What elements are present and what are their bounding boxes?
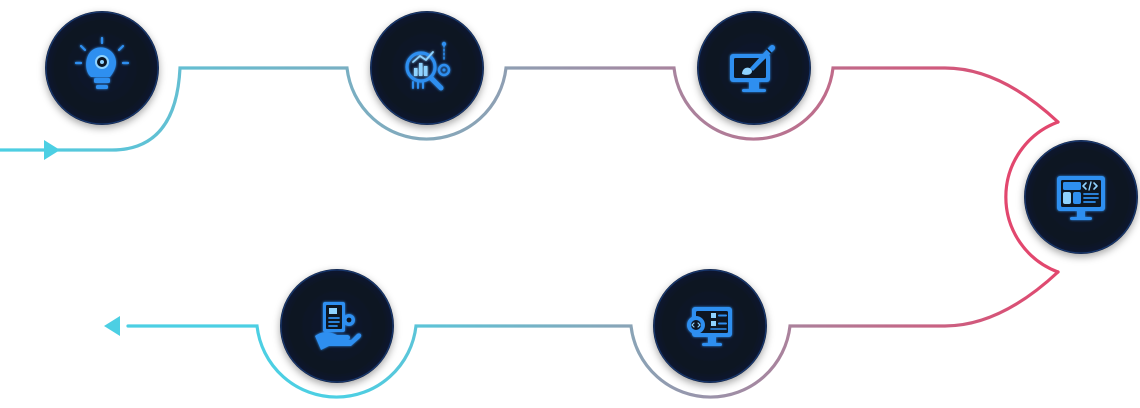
web-layout-code-icon	[1057, 176, 1105, 220]
start-arrow	[44, 140, 60, 160]
step-research	[370, 11, 484, 125]
path-bottom	[126, 270, 1060, 399]
step-design	[697, 11, 811, 125]
hand-document-gear-icon	[315, 302, 362, 350]
step-ideation	[45, 11, 159, 125]
code-gear-checklist-monitor-icon	[687, 307, 732, 346]
step-testing	[653, 269, 767, 383]
path-right-arc	[1004, 120, 1060, 274]
step-development	[1024, 140, 1138, 254]
idea-bulb-gear-icon	[74, 36, 130, 89]
analysis-magnifier-chart-icon	[405, 41, 451, 91]
design-monitor-brush-icon	[730, 44, 776, 92]
step-delivery	[280, 269, 394, 383]
path-top	[0, 66, 1060, 152]
end-arrow	[104, 316, 120, 336]
